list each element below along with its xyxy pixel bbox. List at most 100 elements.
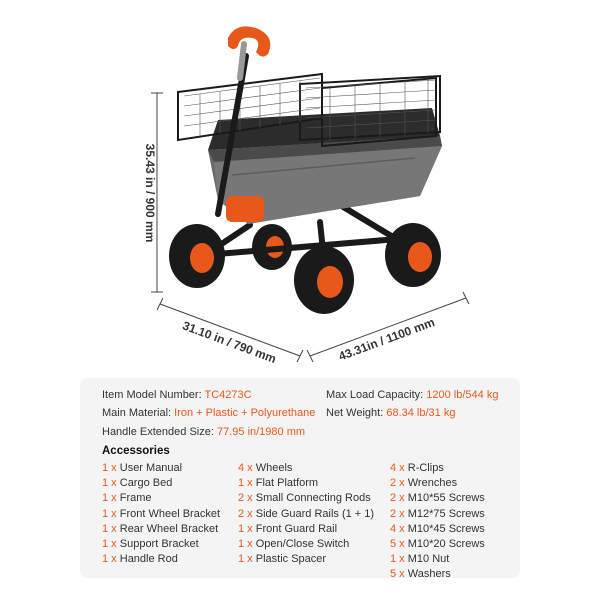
accessory-qty: 2 x — [390, 492, 405, 505]
mesh-side-rails — [177, 72, 441, 148]
accessory-item: 1 x Rear Wheel Bracket — [102, 522, 220, 537]
accessory-item: 5 x M10*20 Screws — [390, 537, 485, 552]
accessory-item: 1 x Support Bracket — [102, 537, 220, 552]
accessory-name: Flat Platform — [255, 477, 319, 490]
accessory-qty: 1 x — [102, 507, 117, 520]
material-row: Main Material: Iron + Plastic + Polyuret… — [102, 407, 315, 419]
accessory-item: 1 x Front Guard Rail — [238, 522, 374, 537]
accessory-name: M10*20 Screws — [407, 537, 485, 550]
accessory-name: M12*75 Screws — [407, 507, 485, 520]
accessory-name: M10*55 Screws — [407, 492, 485, 505]
length-label: 43.31in / 1100 mm — [337, 315, 437, 363]
accessory-name: M10*45 Screws — [407, 522, 485, 535]
accessory-qty: 2 x — [390, 477, 405, 490]
accessory-qty: 1 x — [102, 537, 117, 550]
accessory-name: Support Bracket — [119, 537, 199, 550]
accessory-item: 2 x Wrenches — [390, 476, 485, 491]
dump-switch — [226, 196, 264, 222]
accessory-item: 2 x Side Guard Rails (1 + 1) — [238, 507, 374, 522]
accessory-name: Cargo Bed — [119, 477, 173, 490]
accessory-item: 2 x M10*55 Screws — [390, 491, 485, 506]
accessory-item: 1 x Cargo Bed — [102, 476, 220, 491]
accessory-name: Open/Close Switch — [255, 537, 350, 550]
accessory-qty: 1 x — [238, 522, 253, 535]
handle-size-row: Handle Extended Size: 77.95 in/1980 mm — [102, 426, 305, 438]
net-weight-row: Net Weight: 68.34 lb/31 kg — [326, 407, 455, 419]
accessory-name: Front Wheel Bracket — [119, 507, 221, 520]
net-weight-label: Net Weight: — [326, 407, 384, 419]
accessory-qty: 2 x — [390, 507, 405, 520]
accessory-name: User Manual — [119, 462, 183, 474]
accessory-name: Small Connecting Rods — [255, 492, 371, 505]
accessory-item: 1 x Front Wheel Bracket — [102, 507, 220, 522]
accessory-item: 4 x M10*45 Screws — [390, 522, 485, 537]
accessory-name: Wheels — [255, 462, 293, 474]
accessory-item: 1 x Handle Rod — [102, 552, 220, 567]
accessory-name: M10 Nut — [407, 553, 450, 566]
garden-cart-illustration — [169, 26, 442, 314]
rear-right-wheel — [385, 223, 441, 287]
max-load-value: 1200 lb/544 kg — [426, 389, 499, 401]
width-dimension — [156, 297, 304, 363]
front-left-wheel — [169, 224, 225, 288]
accessory-name: Plastic Spacer — [255, 553, 327, 566]
material-label: Main Material: — [102, 407, 172, 419]
net-weight-value: 68.34 lb/31 kg — [386, 407, 456, 419]
accessory-qty: 2 x — [238, 507, 253, 520]
accessory-item: 4 x R-Clips — [390, 461, 485, 476]
accessory-qty: 2 x — [238, 492, 253, 505]
accessory-qty: 4 x — [390, 522, 405, 535]
accessory-name: Washers — [407, 568, 451, 581]
accessory-qty: 1 x — [238, 537, 253, 550]
accessory-qty: 1 x — [102, 522, 117, 535]
accessory-item: 1 x Flat Platform — [238, 476, 374, 491]
accessory-item: 1 x Frame — [102, 491, 220, 506]
accessory-qty: 1 x — [102, 462, 117, 474]
accessory-qty: 1 x — [238, 553, 253, 566]
cargo-bed — [208, 108, 442, 224]
accessory-qty: 1 x — [238, 477, 253, 490]
height-label: 35.43 in / 900 mm — [143, 144, 157, 243]
accessory-qty: 1 x — [102, 477, 117, 490]
accessory-item: 1 x User Manual — [102, 461, 220, 476]
handle-size-value: 77.95 in/1980 mm — [216, 426, 306, 438]
accessory-qty: 5 x — [390, 568, 405, 581]
accessory-item: 5 x Washers — [390, 567, 485, 582]
accessory-name: Handle Rod — [119, 553, 178, 566]
accessory-qty: 1 x — [390, 553, 405, 566]
accessory-qty: 5 x — [390, 537, 405, 550]
accessory-item: 2 x Small Connecting Rods — [238, 491, 374, 506]
accessory-qty: 4 x — [390, 462, 405, 474]
accessory-item: 1 x Plastic Spacer — [238, 552, 374, 567]
accessory-qty: 1 x — [102, 492, 117, 505]
chassis-frame — [202, 202, 413, 273]
model-number-label: Item Model Number: — [102, 389, 202, 401]
accessory-name: Side Guard Rails (1 + 1) — [255, 507, 375, 520]
accessory-name: Rear Wheel Bracket — [119, 522, 219, 535]
handle-size-label: Handle Extended Size: — [102, 426, 214, 438]
accessory-name: Frame — [119, 492, 152, 505]
length-dimension — [306, 291, 470, 363]
accessory-item: 2 x M12*75 Screws — [390, 507, 485, 522]
accessories-heading: Accessories — [102, 445, 170, 457]
accessory-qty: 1 x — [102, 553, 117, 566]
accessory-qty: 4 x — [238, 462, 253, 474]
pull-handle — [215, 26, 271, 217]
height-dimension — [151, 92, 163, 293]
accessory-item: 1 x M10 Nut — [390, 552, 485, 567]
max-load-label: Max Load Capacity: — [326, 389, 424, 401]
material-value: Iron + Plastic + Polyurethane — [174, 407, 316, 419]
spec-panel: Item Model Number: TC4273C Max Load Capa… — [80, 378, 520, 580]
model-number-value: TC4273C — [204, 389, 252, 401]
front-right-wheel — [294, 246, 354, 314]
accessory-name: Wrenches — [407, 477, 458, 490]
accessory-name: Front Guard Rail — [255, 522, 338, 535]
accessory-item: 4 x Wheels — [238, 461, 374, 476]
max-load-row: Max Load Capacity: 1200 lb/544 kg — [326, 389, 498, 401]
product-image: 35.43 in / 900 mm 31.10 in / 790 mm 43.3… — [143, 26, 470, 366]
model-number-row: Item Model Number: TC4273C — [102, 389, 252, 401]
accessory-name: R-Clips — [407, 462, 444, 474]
